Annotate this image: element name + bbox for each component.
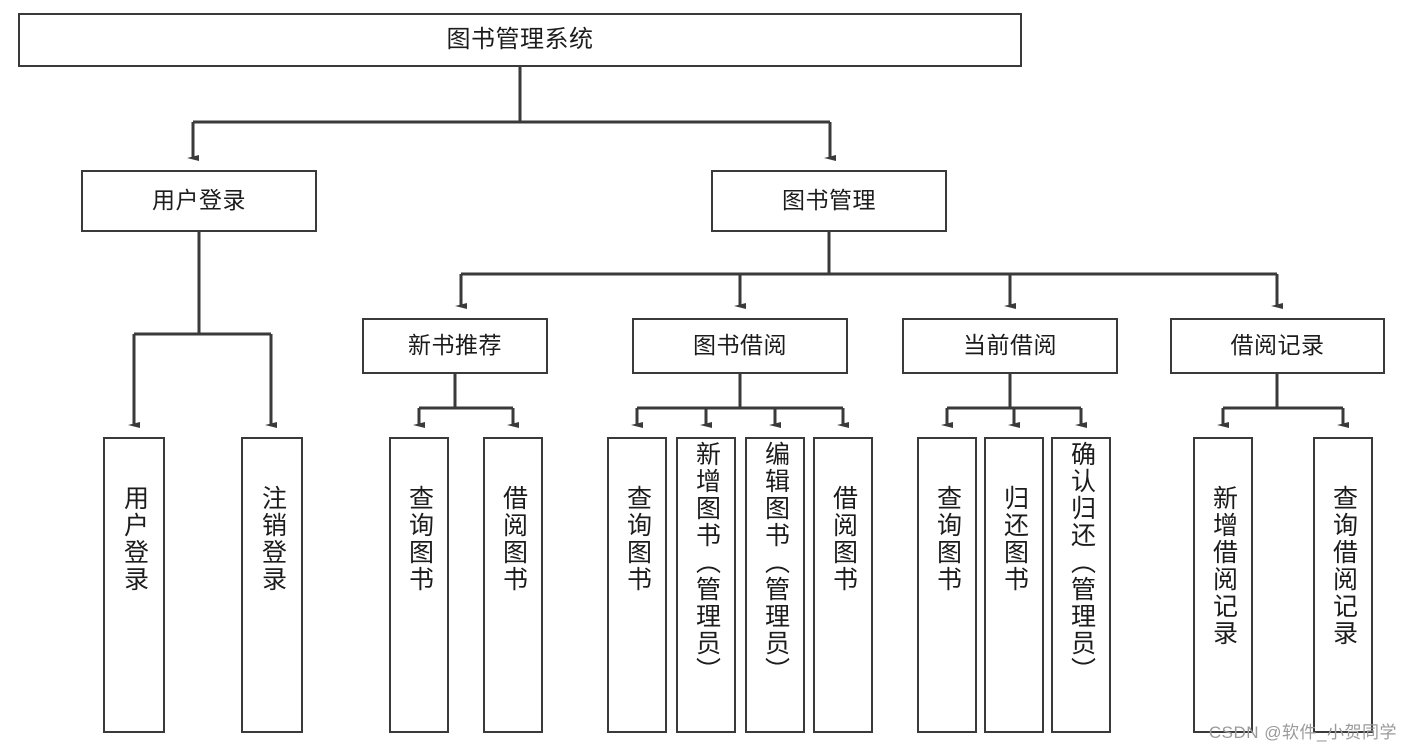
node-label: 用户登录 — [120, 485, 149, 593]
leaf-add-book-admin[interactable]: 新增图书（管理员） — [676, 437, 736, 733]
node-label: 查询图书 — [933, 485, 962, 593]
leaf-return-book[interactable]: 归还图书 — [984, 437, 1044, 733]
leaf-borrow-book[interactable]: 借阅图书 — [813, 437, 873, 733]
leaf-confirm-return-admin[interactable]: 确认归还（管理员） — [1051, 437, 1111, 733]
node-current-borrow[interactable]: 当前借阅 — [902, 318, 1118, 374]
node-label: 编辑图书（管理员） — [761, 441, 790, 684]
node-label: 确认归还（管理员） — [1067, 441, 1096, 684]
node-label: 归还图书 — [1000, 485, 1029, 593]
leaf-query-book-current[interactable]: 查询图书 — [917, 437, 977, 733]
node-label: 图书管理系统 — [446, 25, 594, 53]
node-label: 借阅图书 — [499, 485, 528, 593]
leaf-edit-book-admin[interactable]: 编辑图书（管理员） — [745, 437, 805, 733]
node-label: 借阅记录 — [1230, 332, 1325, 359]
node-label: 注销登录 — [258, 485, 287, 593]
node-book-management[interactable]: 图书管理 — [711, 170, 947, 232]
leaf-query-borrow-record[interactable]: 查询借阅记录 — [1313, 437, 1373, 733]
node-book-borrow[interactable]: 图书借阅 — [632, 318, 848, 374]
node-label: 查询图书 — [405, 485, 434, 593]
node-label: 查询借阅记录 — [1329, 485, 1358, 647]
node-label: 用户登录 — [152, 187, 246, 214]
node-label: 新增借阅记录 — [1209, 485, 1238, 647]
node-borrow-records[interactable]: 借阅记录 — [1170, 318, 1385, 374]
leaf-user-login[interactable]: 用户登录 — [103, 437, 165, 733]
leaf-logout[interactable]: 注销登录 — [241, 437, 303, 733]
node-new-book-recommend[interactable]: 新书推荐 — [362, 318, 548, 374]
node-label: 新书推荐 — [408, 332, 502, 359]
node-label: 图书管理 — [782, 187, 876, 214]
node-label: 借阅图书 — [829, 485, 858, 593]
node-label: 当前借阅 — [963, 332, 1057, 359]
node-user-login[interactable]: 用户登录 — [81, 170, 317, 232]
node-label: 查询图书 — [623, 485, 652, 593]
node-label: 新增图书（管理员） — [692, 441, 721, 684]
node-root-system[interactable]: 图书管理系统 — [18, 13, 1022, 67]
leaf-borrow-book-recommend[interactable]: 借阅图书 — [483, 437, 543, 733]
leaf-query-book-recommend[interactable]: 查询图书 — [389, 437, 449, 733]
leaf-add-borrow-record[interactable]: 新增借阅记录 — [1193, 437, 1253, 733]
leaf-query-book-borrow[interactable]: 查询图书 — [607, 437, 667, 733]
node-label: 图书借阅 — [693, 332, 787, 359]
